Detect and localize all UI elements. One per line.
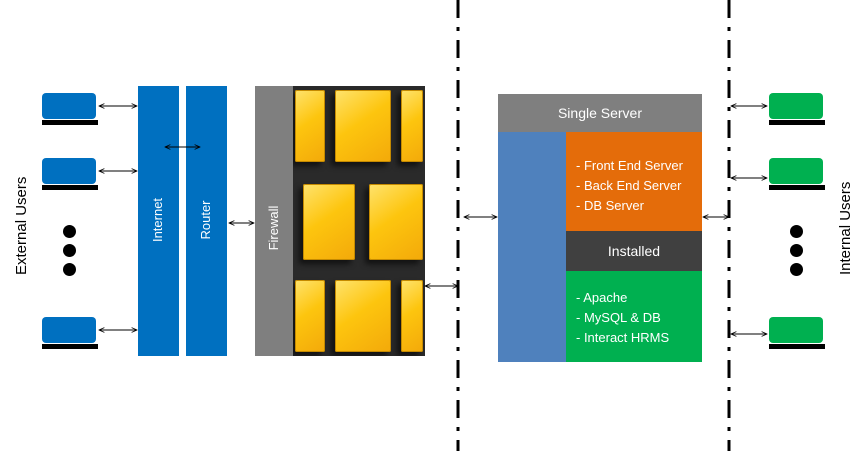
- ellipsis-dot: [790, 225, 803, 238]
- software-box: - Apache - MySQL & DB - Interact HRMS: [566, 271, 702, 362]
- router-column: [186, 86, 227, 356]
- server-item: - DB Server: [576, 198, 644, 213]
- wall-brick: [295, 280, 325, 352]
- internal-user-device-2: [769, 158, 825, 190]
- firewall-column: [255, 86, 293, 356]
- wall-brick: [335, 280, 391, 352]
- ellipsis-dot: [790, 263, 803, 276]
- wall-brick: [401, 90, 423, 162]
- server-list: - Front End Server - Back End Server - D…: [576, 156, 683, 216]
- ellipsis-dot: [63, 263, 76, 276]
- ellipsis-dot: [63, 225, 76, 238]
- server-item: - Back End Server: [576, 178, 682, 193]
- servers-box: - Front End Server - Back End Server - D…: [566, 132, 702, 231]
- server-header: Single Server: [498, 94, 702, 132]
- software-item: - Interact HRMS: [576, 330, 670, 345]
- wall-brick: [303, 184, 355, 260]
- wall-brick: [335, 90, 391, 162]
- server-title: Single Server: [557, 105, 643, 121]
- software-item: - Apache: [576, 290, 628, 305]
- server-item: - Front End Server: [576, 158, 683, 173]
- software-item: - MySQL & DB: [576, 310, 661, 325]
- external-user-device-1: [42, 93, 98, 125]
- internet-column: [138, 86, 179, 356]
- firewall-wall: [293, 86, 425, 356]
- external-user-device-2: [42, 158, 98, 190]
- installed-label: Installed: [607, 243, 661, 259]
- internal-user-device-1: [769, 93, 825, 125]
- ellipsis-dot: [63, 244, 76, 257]
- external-user-device-3: [42, 317, 98, 349]
- wall-brick: [369, 184, 423, 260]
- wall-brick: [401, 280, 423, 352]
- server-side-panel: [498, 132, 566, 362]
- wall-brick: [295, 90, 325, 162]
- installed-box: Installed: [566, 231, 702, 271]
- internal-user-device-3: [769, 317, 825, 349]
- ellipsis-dot: [790, 244, 803, 257]
- software-list: - Apache - MySQL & DB - Interact HRMS: [576, 288, 669, 348]
